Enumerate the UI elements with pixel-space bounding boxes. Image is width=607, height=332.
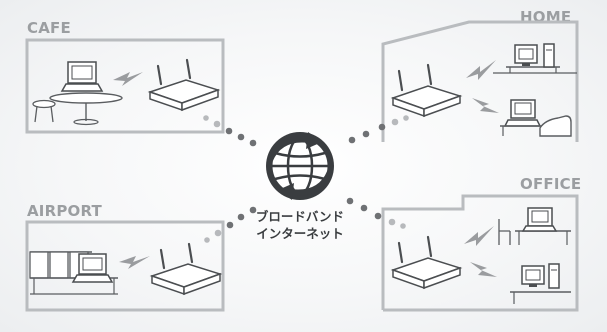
office-connection-dot — [347, 198, 354, 205]
office-connection-dot — [389, 219, 396, 226]
cafe-connection-dot — [238, 134, 245, 141]
cafe-connection-dot — [250, 140, 257, 147]
router-icon — [393, 65, 460, 116]
office-connection-dot — [361, 205, 368, 212]
home-scene: HOME — [383, 8, 577, 142]
cafe-stool — [33, 101, 55, 123]
globe-with-arrows-icon — [266, 132, 334, 200]
office-label: OFFICE — [520, 175, 581, 193]
airport-scene: AIRPORT — [27, 202, 223, 310]
home-connection-dot — [349, 137, 356, 144]
home-connection-dot — [403, 115, 409, 121]
wireless-signal-icon — [470, 262, 497, 277]
office-desk-lower — [510, 292, 571, 304]
desktop-computer-icon — [522, 264, 559, 288]
home-desk — [506, 67, 560, 73]
router-icon — [152, 244, 220, 294]
airport-connection-dot — [227, 222, 234, 229]
router-icon — [393, 237, 460, 288]
laptop-icon — [62, 62, 102, 91]
cafe-connection-dot — [226, 128, 233, 135]
wireless-signal-icon — [472, 98, 499, 113]
airport-connection-dot — [238, 214, 245, 221]
wireless-signal-icon — [113, 72, 143, 86]
airport-connection-dot — [204, 237, 210, 243]
laptop-icon — [500, 100, 545, 136]
airport-label: AIRPORT — [27, 202, 103, 220]
laptop-icon — [523, 208, 556, 231]
home-connection-dot — [392, 119, 399, 126]
laptop-icon — [73, 254, 112, 282]
cafe-scene: CAFE — [27, 19, 223, 132]
cafe-connection-dot — [214, 121, 221, 128]
cafe-table — [50, 93, 122, 125]
wireless-signal-icon — [119, 256, 150, 269]
broadband-label-line1: ブロードバンド — [256, 209, 344, 224]
broadband-label-line2: インターネット — [256, 226, 344, 241]
cafe-label: CAFE — [27, 19, 71, 37]
airport-connection-dot — [215, 230, 222, 237]
wireless-signal-icon — [466, 60, 496, 80]
office-scene: OFFICE — [383, 175, 581, 310]
router-icon — [150, 60, 218, 110]
home-connection-dot — [363, 131, 370, 138]
home-connection-dot — [379, 124, 386, 131]
cafe-connection-dot — [203, 115, 209, 121]
office-connection-dot — [400, 223, 406, 229]
sofa — [540, 116, 571, 136]
desktop-computer-icon — [515, 44, 554, 67]
wireless-signal-icon — [464, 226, 494, 246]
office-connection-dot — [375, 213, 382, 220]
